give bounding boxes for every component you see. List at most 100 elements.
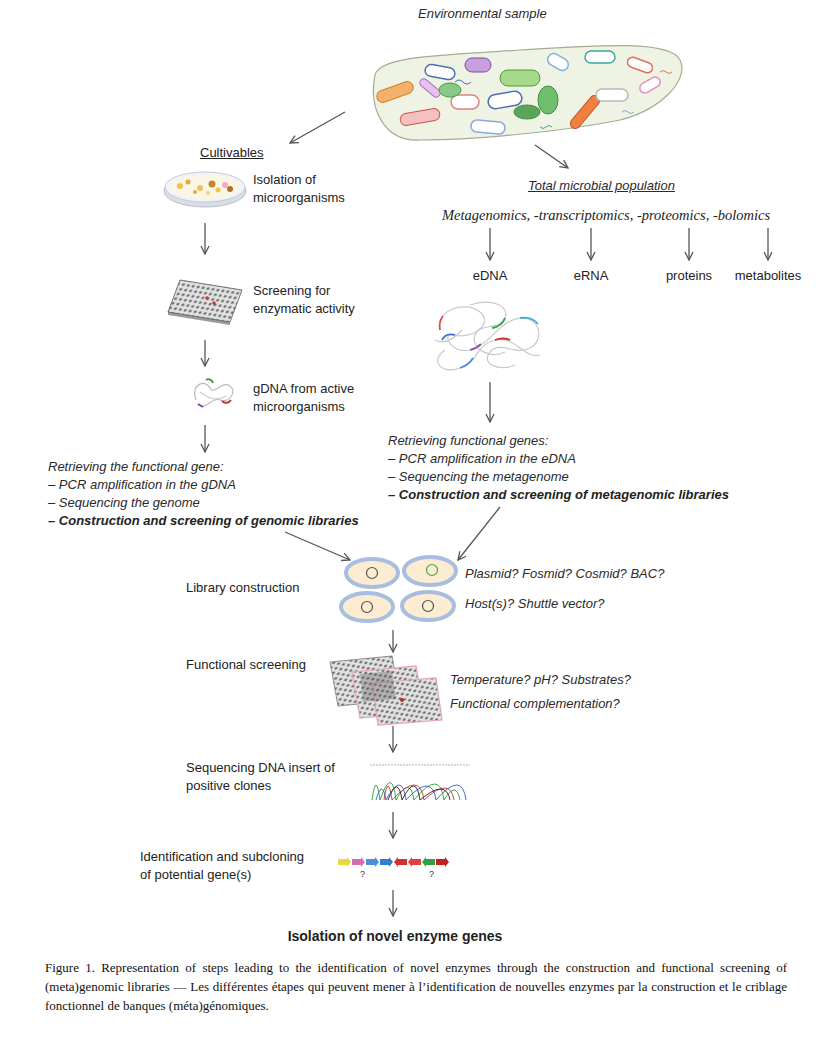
flow-arrow [204,340,205,366]
gene-arrows [436,857,449,867]
flow-arrow [688,228,689,260]
bacteria [540,126,552,129]
petri-dish [216,188,221,193]
flow-arrow [590,228,591,260]
omics-item: proteins [660,260,718,290]
flow-arrow [204,223,205,254]
edna-tangle [440,316,443,330]
chromatogram [370,764,470,766]
bacteria [451,95,479,109]
edna-tangle [460,358,473,368]
chromatogram [388,786,450,800]
node-text: Cultivables [200,144,264,162]
node-text: Screening for enzymatic activity [253,282,375,318]
gene-arrows [366,857,379,867]
bacteria [424,63,456,80]
host-cells [346,559,398,587]
host-cells [341,557,456,621]
chromatogram [376,785,466,800]
well-plate [212,301,215,304]
edna-tangle [470,302,506,354]
petri-dish [193,190,197,194]
retrieval-list: Retrieving the functional gene:– PCR amp… [45,452,390,532]
gene-arrows [408,857,421,867]
bacteria [500,70,540,86]
gene-arrows [380,857,393,867]
flow-arrow [392,812,393,838]
bacteria [638,75,662,95]
flow-arrow [285,532,350,560]
petri-dish [222,182,228,188]
node-text: Plasmid? Fosmid? Cosmid? BAC? [465,565,664,583]
omics-item: eDNA [425,260,555,382]
gdna-strand [222,400,231,403]
bacteria [660,71,672,74]
omics-item: eRNA [565,260,617,290]
gene-arrows [338,857,449,867]
environmental-sample: Environmental sample [345,5,685,145]
sample-blob [373,46,681,141]
flow-arrow [204,425,205,452]
gene-arrows [422,857,435,867]
unknown-gene-mark: ? [429,869,434,879]
screening-step: Screening for enzymatic activity [160,254,370,340]
gdna-strand [200,392,226,399]
screening-plates [330,656,400,706]
bacteria [596,89,628,101]
node-text: Library construction [186,579,299,597]
screening-plates [360,671,396,702]
edna-tangle [438,339,540,369]
node-text: Metagenomics, -transcriptomics, -proteom… [442,206,770,224]
bacteria [455,80,471,84]
isolation-step: CultivablesIsolation of microorganisms [160,143,370,223]
flow-arrow [535,145,568,168]
host-cells [341,593,393,621]
bacteria [471,120,506,135]
bacteria [418,77,442,99]
node-text: Environmental sample [418,5,547,23]
gene-arrows [394,857,407,867]
edna-tangle [435,330,462,342]
flow-arrow [489,228,490,260]
bacteria [439,83,461,97]
bacteria [465,58,491,72]
process-step: Identification and subcloning of potenti… [135,838,455,890]
petri-dish [209,181,216,188]
petri-dish [227,186,233,192]
well-plate [168,280,242,322]
petri-dish [170,175,240,199]
process-step: Library construction Plasmid? Fosmid? Cos… [180,560,680,630]
bacteria [375,51,672,134]
omics-item: metabolites [728,260,808,290]
bacteria [399,108,440,127]
flow-arrow [458,507,500,560]
node-text: Host(s)? Shuttle vector? [465,595,604,613]
gene-arrows [352,857,365,867]
edna-tangle [492,318,505,328]
bacteria [622,111,634,114]
petri-dish [165,172,245,202]
bacteria [375,80,415,104]
flow-arrow [392,630,393,652]
petri-dish [177,183,183,189]
host-cells [427,565,438,576]
retrieval-list: Retrieving functional genes:– PCR amplif… [385,422,750,507]
screening-plates [330,656,442,725]
bacteria [626,56,654,74]
figure-caption: Figure 1. Representation of steps leadin… [45,958,787,1015]
node-text: – Sequencing the genome [48,494,200,512]
petri-dish [164,172,246,207]
node-text: – Construction and screening of metageno… [388,486,729,504]
gene-arrows [338,857,351,867]
node-text: Retrieving functional genes: [388,432,548,450]
node-text: Retrieving the functional gene: [48,458,224,476]
flow-arrow [392,890,393,916]
flow-arrow [767,228,768,260]
node-text: Identification and subcloning of potenti… [140,848,318,884]
node-text: Functional complementation? [450,695,620,713]
host-cells [362,602,373,613]
gdna-step: gDNA from active microorganisms [160,366,370,425]
node-text: Total microbial population [528,177,675,195]
